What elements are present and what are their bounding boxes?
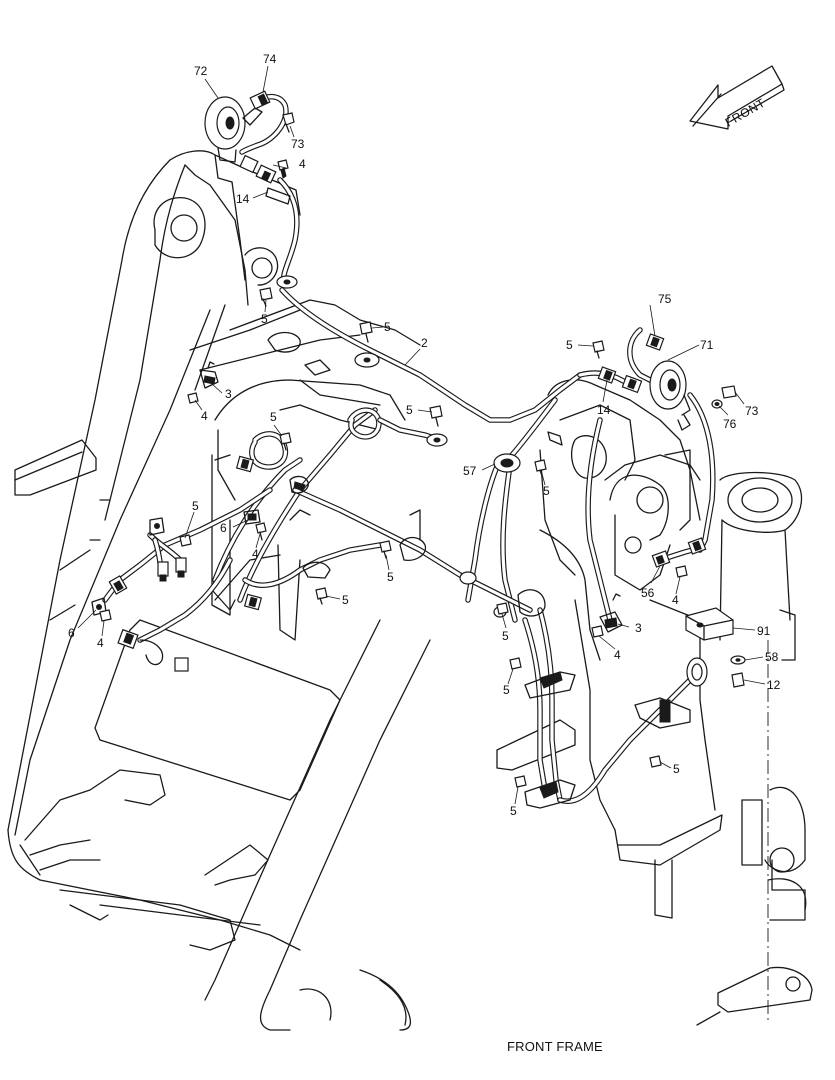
callout-76: 76 xyxy=(723,417,737,431)
callout-6-left: 6 xyxy=(68,626,75,640)
bolt-5-right-a xyxy=(496,602,509,615)
bolt-4-left-lower xyxy=(99,609,112,622)
callout-73-top: 73 xyxy=(291,137,305,151)
clip-3-right xyxy=(599,593,623,633)
callout-71: 71 xyxy=(700,338,714,352)
right-frame-structure xyxy=(496,379,813,1026)
connectors-left-group xyxy=(108,557,187,595)
callout-5-57: 5 xyxy=(543,484,550,498)
callout-4-56: 4 xyxy=(672,593,679,607)
callout-58: 58 xyxy=(765,650,779,664)
callout-5-left: 5 xyxy=(192,499,199,513)
connector-bottom-left xyxy=(117,628,164,666)
connector-center-a xyxy=(235,455,255,473)
callout-72: 72 xyxy=(194,64,208,78)
connector-14-right xyxy=(597,366,643,394)
bolt-5-pillar xyxy=(649,755,662,768)
callout-4-left-lower: 4 xyxy=(97,636,104,650)
callout-5-bottom: 5 xyxy=(510,804,517,818)
callout-5-cross: 5 xyxy=(387,570,394,584)
clamp-5-center xyxy=(426,405,448,447)
clamp-cross-right xyxy=(459,571,477,585)
bolt-5-cross xyxy=(379,540,392,559)
bolt-4-56 xyxy=(675,565,688,578)
clamp-5-bottom xyxy=(524,779,576,809)
callout-6-center: 6 xyxy=(220,521,227,535)
callout-4-top: 4 xyxy=(299,157,306,171)
clamp-center xyxy=(289,475,309,494)
bolt-4-right-a xyxy=(591,625,604,638)
bolt-5-lower-b xyxy=(509,657,522,670)
left-frame-arm xyxy=(7,150,431,1031)
callout-12: 12 xyxy=(767,678,781,692)
callout-5-lower-a: 5 xyxy=(342,593,349,607)
connector-56 xyxy=(651,537,707,568)
callout-3-right: 3 xyxy=(635,621,642,635)
bolt-73-right xyxy=(721,385,737,399)
grommet-pillar xyxy=(686,657,708,687)
bolt-5-lower-a xyxy=(315,587,328,605)
clip-6-center xyxy=(243,509,261,525)
bolt-5-loop xyxy=(279,432,292,451)
callout-4-center: 4 xyxy=(252,547,259,561)
bolt-5-right-top xyxy=(592,340,605,359)
callout-5-lower-b: 5 xyxy=(503,683,510,697)
bracket-91 xyxy=(685,607,734,641)
bolt-4-center xyxy=(255,522,267,541)
washer-76 xyxy=(711,399,723,409)
connector-lower-a xyxy=(243,593,263,611)
small-block xyxy=(174,657,189,672)
callout-56: 56 xyxy=(641,586,655,600)
bolt-4-top xyxy=(277,159,289,179)
callout-5-mid: 5 xyxy=(384,320,391,334)
washer-58 xyxy=(730,655,746,665)
clamp-5-cross xyxy=(399,509,427,561)
horn-72 xyxy=(204,96,263,163)
front-arrow-label: FRONT xyxy=(723,95,768,129)
callout-5-upper: 5 xyxy=(261,312,268,326)
clamp-upper xyxy=(276,275,298,289)
bolt-73-top xyxy=(282,112,295,133)
callout-91: 91 xyxy=(757,624,771,638)
bolt-5-upper xyxy=(259,287,273,307)
callout-3-left: 3 xyxy=(225,387,232,401)
clamp-lower-a xyxy=(302,561,331,579)
callout-14-right: 14 xyxy=(597,403,611,417)
callout-14-top: 14 xyxy=(236,192,250,206)
callout-labels: 72 74 73 4 14 5 5 2 75 5 71 3 4 5 5 14 7… xyxy=(68,52,781,818)
bolt-5-bottom xyxy=(514,775,527,788)
callout-5-loop: 5 xyxy=(270,410,277,424)
callout-74: 74 xyxy=(263,52,277,66)
callout-5-right-top: 5 xyxy=(566,338,573,352)
bolt-12 xyxy=(731,672,745,688)
callout-75: 75 xyxy=(658,292,672,306)
front-direction-arrow: FRONT xyxy=(689,65,785,130)
callout-73-right: 73 xyxy=(745,404,759,418)
leader-lines xyxy=(77,65,766,805)
connector-74 xyxy=(249,90,271,110)
connector-14-top xyxy=(239,154,291,205)
clip-3-left xyxy=(199,361,219,389)
wiring-harness xyxy=(102,94,716,804)
callout-4-right: 4 xyxy=(614,648,621,662)
clamp-6-upper xyxy=(149,517,165,536)
bolt-5-57 xyxy=(534,459,547,477)
callout-2: 2 xyxy=(421,336,428,350)
callout-4-left: 4 xyxy=(201,409,208,423)
callout-5-right-a: 5 xyxy=(502,629,509,643)
horn-71 xyxy=(649,360,691,431)
clamp-5-lower-b xyxy=(524,671,576,699)
clamp-pillar xyxy=(634,697,691,729)
grommet-57 xyxy=(493,431,563,473)
connector-75 xyxy=(645,333,665,351)
callout-5-pillar: 5 xyxy=(673,762,680,776)
callout-5-center: 5 xyxy=(406,403,413,417)
clamp-5-mid xyxy=(354,321,380,368)
diagram-caption: FRONT FRAME xyxy=(507,1039,603,1054)
callout-57: 57 xyxy=(463,464,477,478)
